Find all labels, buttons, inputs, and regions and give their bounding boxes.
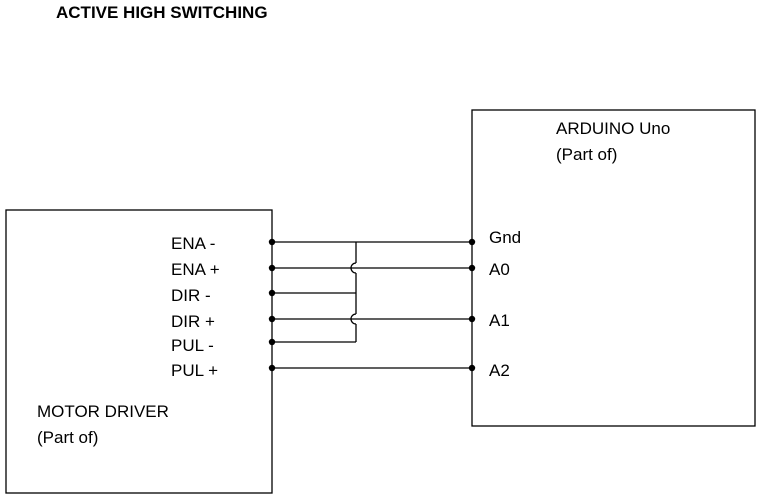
diagram-title: ACTIVE HIGH SWITCHING bbox=[56, 3, 268, 22]
driver-pin-ena-minus: ENA - bbox=[171, 234, 215, 253]
arduino-pin-a0: A0 bbox=[489, 260, 510, 279]
driver-pin-ena-plus: ENA + bbox=[171, 260, 220, 279]
terminal-dot-a1 bbox=[468, 315, 476, 323]
terminal-dot-gnd bbox=[468, 238, 476, 246]
terminal-dot-ena-plus bbox=[268, 264, 276, 272]
arduino-pin-a2: A2 bbox=[489, 361, 510, 380]
arduino-note: (Part of) bbox=[556, 145, 617, 164]
terminal-dot-pul-minus bbox=[268, 338, 276, 346]
terminal-dot-a2 bbox=[468, 364, 476, 372]
terminal-dot-pul-plus bbox=[268, 364, 276, 372]
terminal-dot-dir-minus bbox=[268, 289, 276, 297]
arduino-pin-a1: A1 bbox=[489, 311, 510, 330]
driver-pin-dir-minus: DIR - bbox=[171, 286, 211, 305]
terminal-dot-a0 bbox=[468, 264, 476, 272]
terminal-dot-ena-minus bbox=[268, 238, 276, 246]
arduino-name: ARDUINO Uno bbox=[556, 119, 670, 138]
arduino-pin-gnd: Gnd bbox=[489, 228, 521, 247]
driver-pin-pul-minus: PUL - bbox=[171, 336, 214, 355]
motor-driver-box bbox=[5, 209, 273, 494]
driver-pin-pul-plus: PUL + bbox=[171, 361, 218, 380]
motor-driver-name: MOTOR DRIVER bbox=[37, 402, 169, 421]
motor-driver-note: (Part of) bbox=[37, 428, 98, 447]
driver-pin-dir-plus: DIR + bbox=[171, 312, 215, 331]
terminal-dot-dir-plus bbox=[268, 315, 276, 323]
